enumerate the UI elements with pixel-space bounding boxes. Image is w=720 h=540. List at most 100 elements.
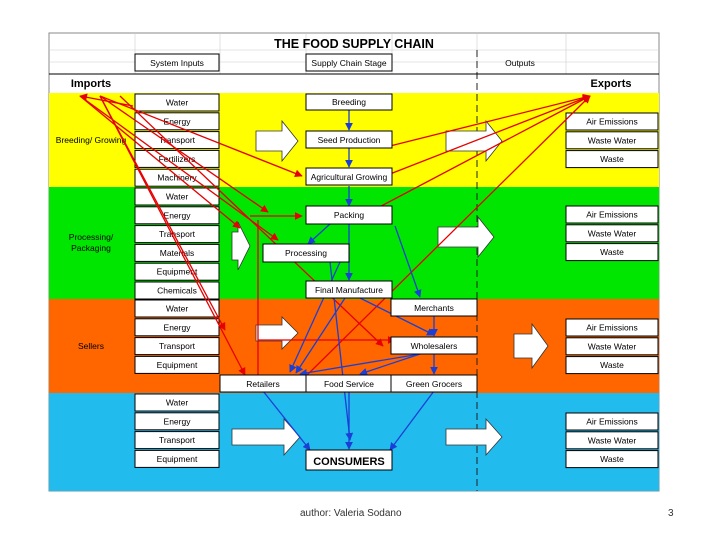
- input-transport-box: [134, 337, 220, 356]
- input-transport: Transport: [159, 135, 196, 145]
- input-chemicals-box: [134, 281, 220, 300]
- blue-arrow: [307, 223, 331, 245]
- input-water-box: [134, 93, 220, 112]
- output-waste-box: [565, 450, 659, 469]
- input-water: Water: [166, 98, 189, 108]
- input-energy-box: [134, 112, 220, 131]
- stage-header-box: [305, 53, 393, 72]
- stage-final-manufacture: Final Manufacture: [315, 285, 383, 295]
- input-energy: Energy: [164, 416, 192, 426]
- stage-breeding: Breeding: [332, 97, 366, 107]
- output-waste: Waste: [600, 360, 624, 370]
- input-fertilizers: Fertilizers: [159, 154, 196, 164]
- input-equipment-box: [134, 262, 220, 281]
- input-transport: Transport: [159, 341, 196, 351]
- red-arrow: [389, 94, 591, 175]
- flow-arrows: [231, 119, 549, 457]
- page-number: 3: [668, 508, 674, 519]
- input-water-box: [134, 393, 220, 412]
- input-machinery: Machinery: [157, 173, 197, 183]
- flow-arrow-icon: [231, 417, 301, 457]
- blue-arrow: [295, 297, 346, 374]
- output-waste: Waste: [600, 454, 624, 464]
- input-equipment-box: [134, 449, 220, 468]
- system-inputs-header-box: [134, 53, 220, 72]
- output-waste-water: Waste Water: [588, 135, 637, 145]
- flow-arrow-icon: [255, 316, 299, 350]
- output-waste: Waste: [600, 247, 624, 257]
- flow-arrow-icon: [437, 215, 495, 259]
- stage-green-grocers: Green Grocers: [406, 379, 462, 389]
- input-equipment: Equipment: [157, 454, 198, 464]
- red-arrow: [99, 95, 246, 376]
- output-air-emissions-box: [565, 205, 659, 224]
- output-air-emissions-box: [565, 412, 659, 431]
- input-water: Water: [166, 304, 189, 314]
- stage-food-service: Food Service: [324, 379, 374, 389]
- output-waste-water: Waste Water: [588, 435, 637, 445]
- input-energy: Energy: [164, 210, 192, 220]
- flow-arrow-icon: [231, 221, 251, 271]
- stage-merchants: Merchants: [414, 303, 454, 313]
- stage-processing: Processing: [285, 248, 327, 258]
- output-waste-box: [565, 150, 659, 169]
- output-waste-water: Waste Water: [588, 228, 637, 238]
- stage-processing-box: [262, 243, 350, 263]
- red-arrow: [365, 95, 591, 215]
- blue-arrow: [389, 390, 435, 451]
- stage-boxes: Breeding Seed Production Agricultural Gr…: [219, 93, 478, 471]
- band-label-sellers: Sellers: [78, 341, 104, 351]
- stage-merchants-box: [390, 298, 478, 317]
- stage-green-grocers-box: [390, 374, 478, 393]
- output-waste-water-box: [565, 131, 659, 150]
- band-label-processing-line1: Processing/: [69, 232, 114, 242]
- input-equipment-box: [134, 355, 220, 374]
- stage-wholesalers-box: [390, 336, 478, 355]
- input-water-box: [134, 299, 220, 318]
- stage-consumers-box: [305, 449, 393, 471]
- blue-arrow: [394, 225, 422, 298]
- stage-final-manufacture-box: [305, 280, 393, 299]
- output-waste-box: [565, 243, 659, 262]
- blue-arrow: [299, 353, 421, 377]
- stage-seed-production: Seed Production: [318, 135, 381, 145]
- red-arrow: [299, 95, 591, 383]
- output-air-emissions: Air Emissions: [586, 210, 637, 220]
- output-air-emissions: Air Emissions: [586, 117, 637, 127]
- input-equipment: Equipment: [157, 360, 198, 370]
- output-air-emissions-box: [565, 318, 659, 337]
- input-equipment: Equipment: [157, 267, 198, 277]
- output-waste-water-box: [565, 224, 659, 243]
- stage-header: Supply Chain Stage: [311, 58, 386, 68]
- red-arrow: [79, 95, 241, 229]
- flow-arrow-icon: [445, 417, 503, 457]
- diagram-title: THE FOOD SUPPLY CHAIN: [274, 37, 434, 51]
- input-transport: Transport: [159, 435, 196, 445]
- red-arrows: [79, 93, 591, 383]
- stage-packing-box: [305, 205, 393, 225]
- output-waste-water-box: [565, 431, 659, 450]
- flow-arrow-icon: [513, 322, 549, 370]
- stage-breeding-box: [305, 93, 393, 111]
- input-transport: Transport: [159, 229, 196, 239]
- stage-agricultural-growing: Agricultural Growing: [311, 172, 388, 182]
- input-energy-box: [134, 412, 220, 431]
- blue-arrow: [359, 353, 421, 376]
- input-water: Water: [166, 192, 189, 202]
- input-energy-box: [134, 206, 220, 225]
- input-water: Water: [166, 398, 189, 408]
- band-label-processing-line2: Packaging: [71, 243, 111, 253]
- red-arrow: [119, 95, 384, 347]
- flow-arrow-icon: [255, 119, 299, 163]
- stage-agricultural-growing-box: [305, 167, 393, 186]
- outputs-header: Outputs: [505, 58, 535, 68]
- blue-arrow: [262, 390, 311, 451]
- output-waste-box: [565, 356, 659, 375]
- output-air-emissions: Air Emissions: [586, 417, 637, 427]
- input-energy: Energy: [164, 322, 192, 332]
- red-arrow: [389, 93, 591, 147]
- system-inputs-header: System Inputs: [150, 58, 204, 68]
- imports-header: Imports: [71, 78, 111, 90]
